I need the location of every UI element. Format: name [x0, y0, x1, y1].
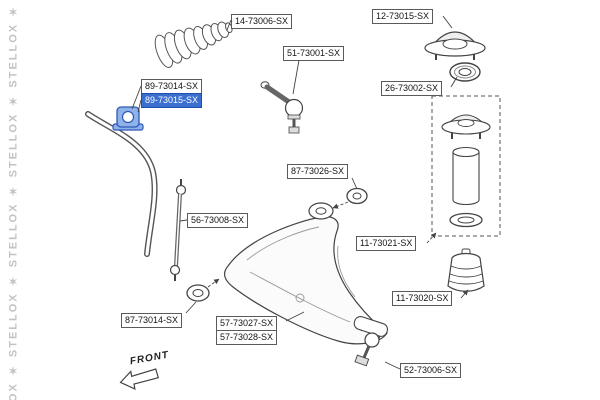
strut-service-kit-illustration	[431, 95, 501, 237]
stabilizer-bushing-illustration	[112, 106, 144, 131]
part-label-14-73006-sx[interactable]: 14-73006-SX	[231, 14, 293, 29]
arm-front-bushing-illustration	[346, 187, 368, 205]
stabilizer-link-illustration	[169, 179, 187, 281]
part-label-89-73014-sx[interactable]: 89-73014-SX	[141, 79, 203, 94]
bump-stop-illustration	[447, 248, 485, 292]
control-arm-illustration	[223, 202, 388, 345]
tie-rod-end-illustration	[260, 81, 304, 134]
part-label-11-73021-sx[interactable]: 11-73021-SX	[356, 236, 417, 251]
front-arrow-icon	[119, 368, 160, 390]
part-label-57-73027-sx[interactable]: 57-73027-SX	[216, 316, 278, 331]
boot-illustration	[154, 21, 233, 68]
part-label-57-73028-sx[interactable]: 57-73028-SX	[216, 330, 278, 345]
leader-lines	[131, 15, 469, 370]
part-label-87-73014-sx[interactable]: 87-73014-SX	[121, 313, 183, 328]
sway-bar-illustration	[85, 111, 158, 257]
arm-rear-bushing-illustration	[186, 284, 210, 302]
part-label-56-73008-sx[interactable]: 56-73008-SX	[187, 213, 249, 228]
part-label-26-73002-sx[interactable]: 26-73002-SX	[381, 81, 443, 96]
ball-joint-illustration	[353, 316, 389, 367]
part-label-12-73015-sx[interactable]: 12-73015-SX	[372, 9, 434, 24]
front-direction-marker: FRONT	[115, 350, 174, 394]
part-label-51-73001-sx[interactable]: 51-73001-SX	[283, 46, 345, 61]
strut-mount-illustration	[424, 31, 486, 60]
part-label-89-73015-sx-selected[interactable]: 89-73015-SX	[141, 93, 203, 108]
strut-bearing-illustration	[449, 62, 481, 82]
part-label-11-73020-sx[interactable]: 11-73020-SX	[392, 291, 453, 306]
part-label-52-73006-sx[interactable]: 52-73006-SX	[400, 363, 462, 378]
part-label-87-73026-sx[interactable]: 87-73026-SX	[287, 164, 349, 179]
